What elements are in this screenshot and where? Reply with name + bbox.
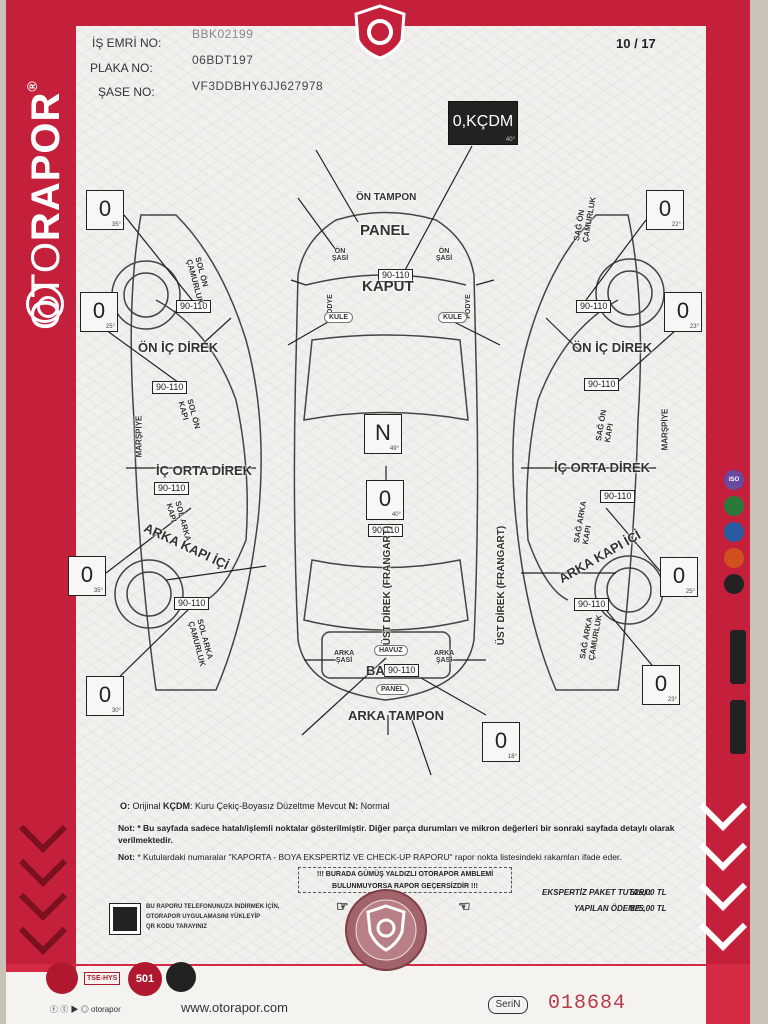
part-label-arka-tampon: ARKA TAMPON: [348, 708, 445, 723]
part-label-havuz: HAVUZ: [374, 645, 408, 656]
range-tag: 90-110: [154, 482, 190, 495]
website-link[interactable]: www.otorapor.com: [181, 1000, 288, 1015]
badge-icon: [724, 574, 744, 594]
part-label-kule-right: KULE: [438, 312, 468, 323]
hand-icon-left: ☞: [336, 898, 349, 914]
shield-logo-icon: [354, 4, 406, 60]
range-tag: 90-110: [576, 300, 612, 313]
plaka-value: 06BDT197: [192, 53, 254, 67]
qr-code-icon: [109, 903, 141, 935]
part-label-marspiye-left: MARŞPİYE: [134, 415, 144, 458]
social-links[interactable]: ⓕ ⓣ ▶ ◎ otorapor: [50, 1005, 121, 1014]
part-label-ust-direk-right: ÜST DİREK (FRANGART): [496, 525, 508, 646]
part-label-bagaj: BA: [366, 663, 385, 678]
part-label-arka-panel: PANEL: [376, 684, 410, 695]
badge-icon: [724, 548, 744, 568]
odeme-value: 525,00 TL: [630, 904, 667, 913]
car-diagram: [105, 145, 677, 776]
seri-label: SeriN: [488, 996, 528, 1014]
app-store-icon: [730, 630, 746, 684]
badge-icon: [166, 962, 196, 992]
part-label-arka-sasi-right: ARKA ŞASİ: [434, 650, 455, 664]
instagram-icon[interactable]: ◎: [80, 1005, 89, 1014]
range-tag: 90-110: [574, 598, 610, 611]
badge-icon: [724, 522, 744, 542]
part-label-ic-orta-direk-right: İÇ ORTA DİREK: [554, 460, 651, 475]
badge-icon: [46, 962, 78, 994]
youtube-icon[interactable]: ▶: [70, 1005, 79, 1014]
note-1: Not: * Bu sayfada sadece hatalı/işlemli …: [118, 823, 675, 845]
tse-badge: TSE-HYS: [84, 972, 121, 985]
part-label-on-sasi-left: ÖN ŞASİ: [331, 248, 349, 262]
paket-value: 525,00 TL: [630, 888, 667, 897]
range-tag: 90-110: [584, 378, 620, 391]
range-tag: 90-110: [176, 300, 212, 313]
is-emri-label: İŞ EMRİ NO:: [92, 36, 162, 50]
part-label-on-ic-direk-left: ÖN İÇ DİREK: [138, 340, 219, 355]
part-label-panel: PANEL: [360, 222, 410, 239]
serial-number: 018684: [548, 992, 627, 1015]
google-play-icon: [730, 700, 746, 754]
range-tag: 90-110: [600, 490, 636, 503]
sase-value: VF3DDBHY6JJ627978: [192, 79, 324, 93]
qr-text-2: OTORAPOR UYGULAMASINI YÜKLEYİP: [146, 914, 261, 920]
part-label-on-ic-direk-right: ÖN İÇ DİREK: [572, 340, 653, 355]
part-label-kule-left: KULE: [324, 312, 354, 323]
part-label-marspiye-right: MARŞPİYE: [660, 408, 670, 451]
brand-mark-icon: [26, 285, 64, 323]
facebook-icon[interactable]: ⓕ: [50, 1005, 58, 1014]
qr-text-3: QR KODU TARAYINIZ: [146, 924, 208, 930]
part-label-arka-sasi-left: ARKA ŞASİ: [334, 650, 355, 664]
odeme-label: YAPILAN ÖDEME :: [574, 904, 645, 913]
twitter-icon[interactable]: ⓣ: [60, 1005, 69, 1014]
legend: O: Orijinal KÇDM: Kuru Çekiç-Boyasız Düz…: [120, 801, 390, 811]
part-label-kaput: KAPUT: [362, 278, 414, 295]
left-band: [6, 0, 76, 1024]
plaka-label: PLAKA NO:: [90, 61, 153, 75]
part-label-ic-orta-direk-left: İÇ ORTA DİREK: [156, 463, 253, 478]
badge-501: 501: [128, 962, 162, 996]
note-2: Not: * Kutulardaki numaralar "KAPORTA - …: [118, 852, 622, 862]
part-label-on-sasi-right: ÖN ŞASİ: [435, 248, 453, 262]
report-page: OTORAPOR® İŞ EMRİ NO: PLAKA NO: ŞASE NO:…: [6, 0, 750, 1024]
range-tag: 90-110: [174, 597, 210, 610]
hand-icon-right: ☜: [458, 898, 471, 914]
range-tag: 90-110: [152, 381, 188, 394]
range-tag: 90-110: [368, 524, 404, 537]
sase-label: ŞASE NO:: [98, 85, 155, 99]
stamp-warning: !!! BURADA GÜMÜŞ YALDIZLI OTORAPOR AMBLE…: [298, 867, 512, 893]
silver-seal-icon: [345, 889, 427, 971]
iso-badge-icon: ISO: [724, 470, 744, 490]
range-tag: 90-110: [378, 269, 414, 282]
page-number: 10 / 17: [616, 36, 656, 51]
qr-text-1: BU RAPORU TELEFONUNUZA İNDİRMEK İÇİN,: [146, 904, 280, 910]
paket-label: EKSPERTİZ PAKET TUTARI :: [542, 888, 652, 897]
part-label-on-tampon: ÖN TAMPON: [356, 192, 417, 203]
part-label-ust-direk-left: ÜST DİREK (FRANGART): [382, 525, 394, 646]
badge-icon: [724, 496, 744, 516]
range-tag: 90-110: [384, 664, 420, 677]
is-emri-value: BBK02199: [192, 27, 254, 41]
